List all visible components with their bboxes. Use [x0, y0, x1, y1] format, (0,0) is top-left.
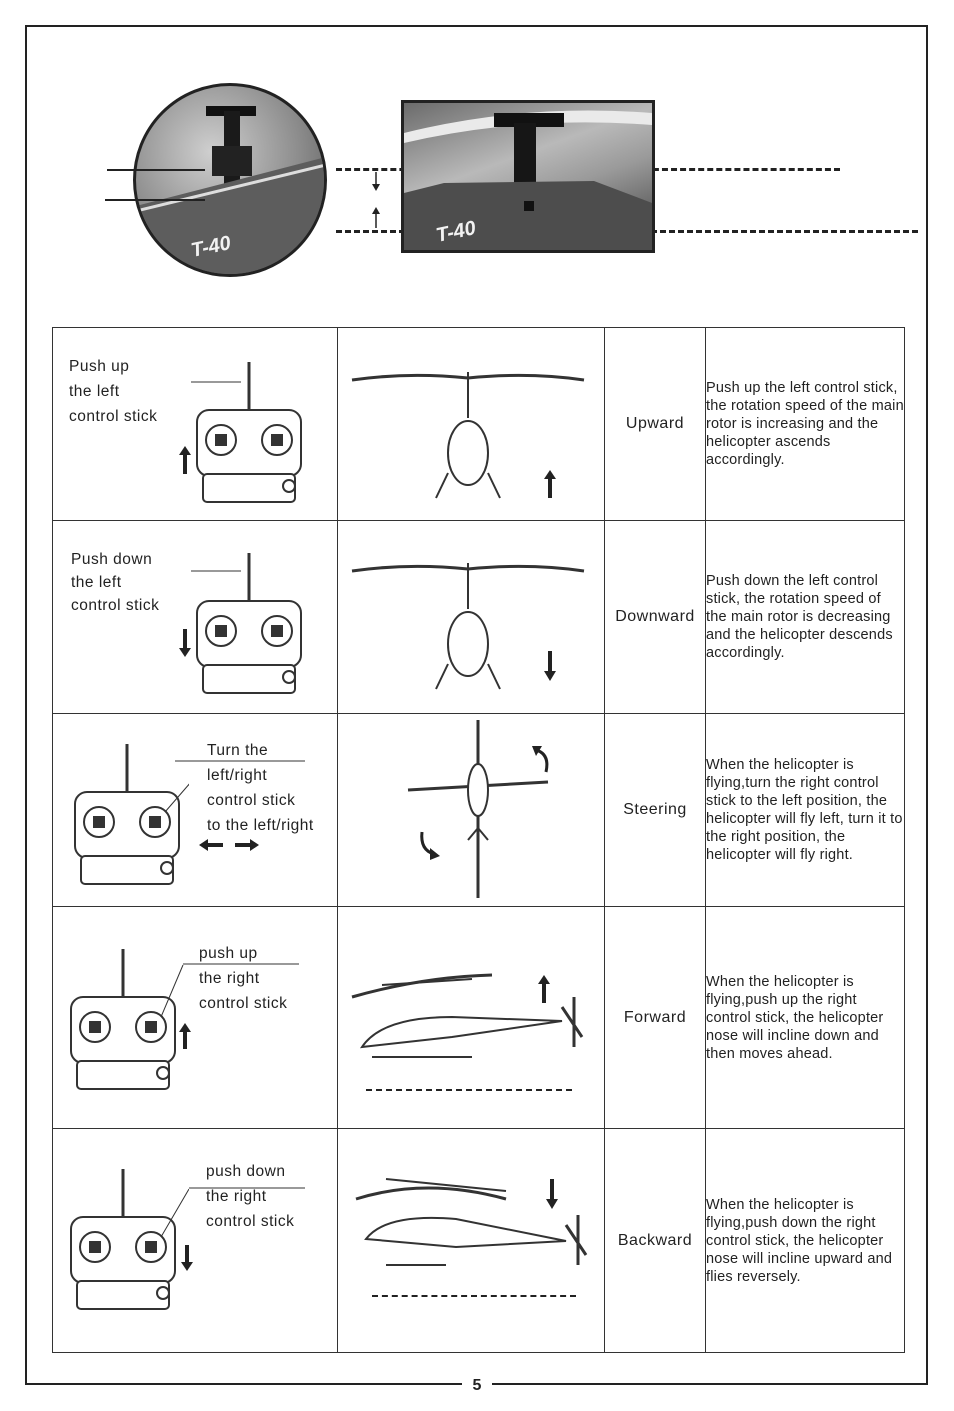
remote-controller-illustration — [191, 362, 302, 503]
instruction-line: push up — [199, 945, 258, 962]
arrow-up-icon — [179, 446, 191, 474]
arrow-down-icon — [181, 1245, 193, 1271]
action-description: Push up the left control stick, the rota… — [705, 327, 905, 521]
instruction-underline — [175, 760, 305, 762]
helicopter-front-illustration — [351, 372, 585, 499]
action-description: When the helicopter is flying,push down … — [705, 1128, 905, 1353]
helicopter-cell — [337, 906, 605, 1129]
helicopter-cell — [337, 713, 605, 907]
leader-line-upper — [107, 169, 205, 171]
helicopter-side-illustration — [355, 1178, 588, 1266]
remote-cell: Turn the left/right control stick to the… — [52, 713, 338, 907]
instruction-text: Push down the left control stick — [71, 548, 159, 617]
remote-controller-illustration — [70, 1169, 189, 1310]
ground-dashed-line — [366, 1089, 572, 1091]
table-row-upward: Push up the left control stick — [52, 327, 905, 521]
helicopter-top-illustration — [407, 720, 549, 898]
table-row-steering: Turn the left/right control stick to the… — [52, 713, 905, 907]
remote-cell: Push up the left control stick — [52, 327, 338, 521]
action-label: Steering — [604, 713, 706, 907]
rotate-counterclockwise-icon — [420, 831, 440, 860]
flight-controls-table: Push up the left control stick — [52, 327, 905, 1353]
arrow-up-icon — [179, 1023, 191, 1049]
instruction-line: the right — [199, 970, 260, 987]
arrow-down-icon — [544, 651, 556, 681]
remote-cell: Push down the left control stick — [52, 520, 338, 714]
instruction-line: the left — [69, 383, 120, 400]
page-number: 5 — [462, 1375, 492, 1397]
instruction-text: Turn the left/right control stick to the… — [207, 738, 314, 838]
action-label: Upward — [604, 327, 706, 521]
remote-controller-illustration — [70, 949, 184, 1090]
table-row-backward: push down the right control stick — [52, 1128, 905, 1353]
leader-line-lower — [105, 199, 205, 201]
instruction-underline — [189, 1187, 305, 1189]
remote-cell: push up the right control stick — [52, 906, 338, 1129]
action-description: When the helicopter is flying,turn the r… — [705, 713, 905, 907]
helicopter-cell — [337, 327, 605, 521]
instruction-line: control stick — [69, 408, 158, 425]
helicopter-front-illustration — [351, 563, 585, 690]
action-description: Push down the left control stick, the ro… — [705, 520, 905, 714]
instruction-underline — [183, 963, 299, 965]
instruction-line: the left — [71, 574, 122, 591]
rotor-side-photo: T-40 — [401, 100, 655, 253]
action-label: Downward — [604, 520, 706, 714]
instruction-line: control stick — [199, 995, 288, 1012]
arrow-down-icon — [179, 629, 191, 657]
rotor-closeup-photo: T-40 — [133, 83, 327, 277]
instruction-text: push up the right control stick — [199, 941, 287, 1016]
gap-arrows — [372, 172, 380, 228]
helicopter-cell — [337, 1128, 605, 1353]
remote-controller-illustration — [74, 744, 189, 885]
instruction-text: Push up the left control stick — [69, 354, 157, 429]
instruction-line: control stick — [71, 597, 160, 614]
remote-controller-illustration — [191, 553, 302, 694]
instruction-line: Push down — [71, 551, 153, 568]
instruction-text: push down the right control stick — [206, 1159, 294, 1234]
instruction-line: Push up — [69, 358, 130, 375]
arrow-up-icon — [538, 975, 550, 1003]
instruction-line: Turn the — [207, 742, 269, 759]
rotate-clockwise-icon — [532, 746, 549, 773]
action-label: Backward — [604, 1128, 706, 1353]
instruction-line: control stick — [206, 1213, 295, 1230]
arrow-up-icon — [544, 470, 556, 498]
table-row-downward: Push down the left control stick — [52, 520, 905, 714]
action-description: When the helicopter is flying,push up th… — [705, 906, 905, 1129]
remote-cell: push down the right control stick — [52, 1128, 338, 1353]
action-label: Forward — [604, 906, 706, 1129]
instruction-line: to the left/right — [207, 817, 314, 834]
instruction-line: the right — [206, 1188, 267, 1205]
helicopter-side-illustration — [351, 973, 584, 1058]
arrow-down-icon — [546, 1179, 558, 1209]
ground-dashed-line — [372, 1295, 576, 1297]
instruction-line: left/right — [207, 767, 268, 784]
instruction-line: control stick — [207, 792, 296, 809]
arrow-left-right-icon — [199, 839, 259, 851]
helicopter-cell — [337, 520, 605, 714]
instruction-line: push down — [206, 1163, 286, 1180]
table-row-forward: push up the right control stick — [52, 906, 905, 1129]
